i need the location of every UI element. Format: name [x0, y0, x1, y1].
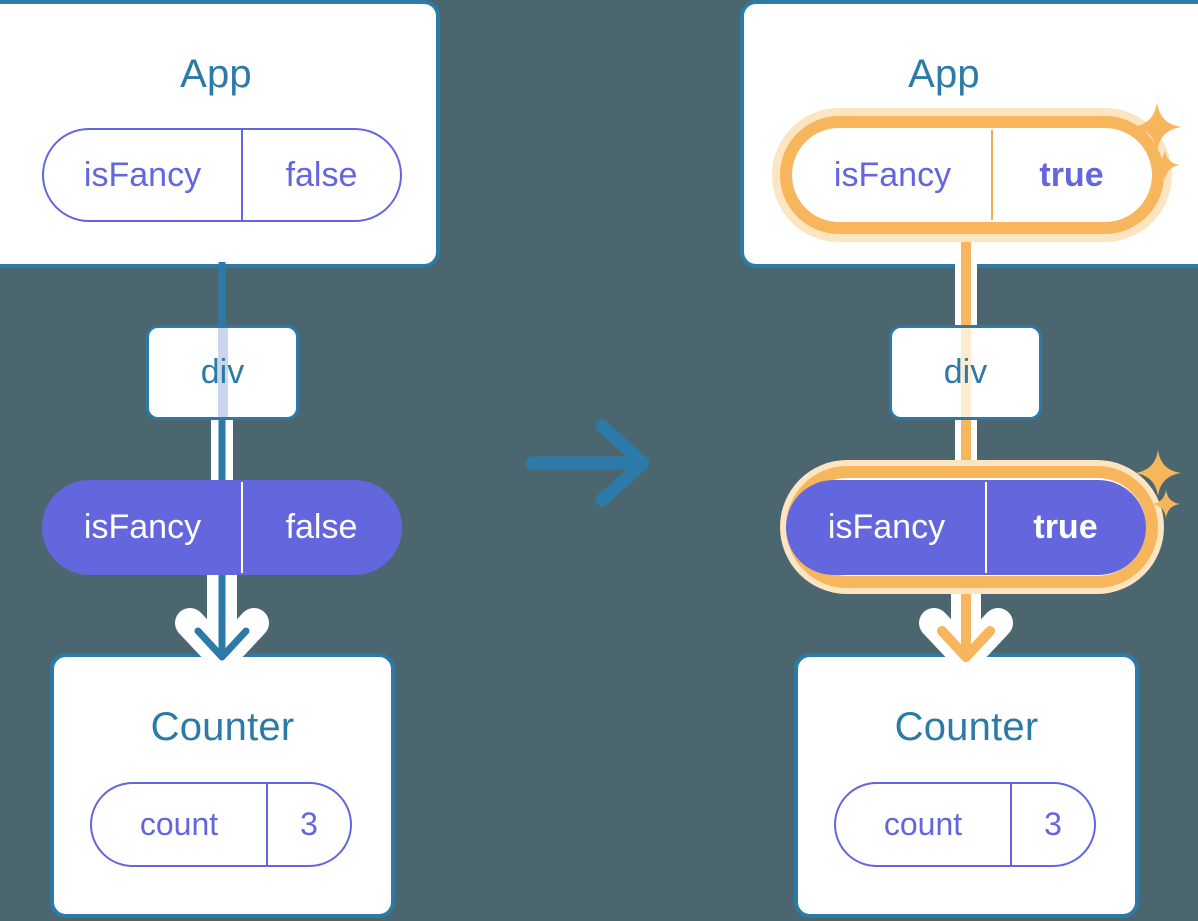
- div-wire-passthrough-before: [217, 328, 228, 417]
- pill-divider: [241, 482, 243, 573]
- div-wire-passthrough-after: [960, 328, 971, 417]
- counter-state-pill-before: count 3: [90, 782, 352, 867]
- props-pill-value-after: true: [1033, 508, 1098, 546]
- div-node-label-after: div: [943, 353, 988, 391]
- counter-title-after: Counter: [894, 705, 1039, 749]
- transition-arrow-right-icon: [525, 419, 650, 507]
- app-state-pill-name-after: isFancy: [833, 155, 952, 194]
- pill-divider: [1010, 784, 1012, 865]
- app-state-pill-highlight-ring-after: [772, 108, 1172, 242]
- props-pill-name-before: isFancy: [83, 508, 202, 546]
- app-state-pill-before: isFancy false: [42, 128, 402, 222]
- div-node-after: div: [889, 325, 1042, 420]
- sparkle-large-icon-app-after: [1132, 102, 1182, 152]
- highlight-inner-cutout: [792, 128, 1152, 222]
- app-title-before: App: [180, 52, 252, 96]
- pill-divider: [266, 784, 268, 865]
- counter-state-pill-name-before: count: [139, 806, 219, 842]
- counter-state-pill-name-after: count: [883, 806, 963, 842]
- arrow-left-props-to-counter: [175, 557, 269, 672]
- app-title-after: App: [908, 52, 980, 96]
- counter-state-pill-value-before: 3: [300, 806, 318, 842]
- pill-divider: [991, 130, 993, 220]
- props-pill-before: isFancy false: [42, 480, 402, 575]
- sparkle-small-icon-app-after: [1150, 150, 1180, 180]
- app-state-pill-name-before: isFancy: [83, 155, 202, 194]
- sparkle-large-icon-props-after: [1135, 450, 1181, 496]
- div-node-before: div: [146, 325, 299, 420]
- props-pill-name-after: isFancy: [827, 508, 946, 546]
- app-state-pill-value-before: false: [285, 155, 358, 194]
- pill-divider: [241, 130, 243, 220]
- props-pill-after: isFancy true: [786, 480, 1146, 575]
- app-state-pill-after: isFancy true: [792, 128, 1152, 222]
- counter-state-pill-after: count 3: [834, 782, 1096, 867]
- pill-divider: [985, 482, 987, 573]
- props-pill-value-before: false: [285, 508, 358, 546]
- counter-title-before: Counter: [150, 705, 295, 749]
- app-state-pill-value-after: true: [1039, 155, 1104, 194]
- counter-state-pill-value-after: 3: [1044, 806, 1062, 842]
- sparkle-small-icon-props-after: [1152, 490, 1180, 518]
- div-node-label-before: div: [200, 353, 245, 391]
